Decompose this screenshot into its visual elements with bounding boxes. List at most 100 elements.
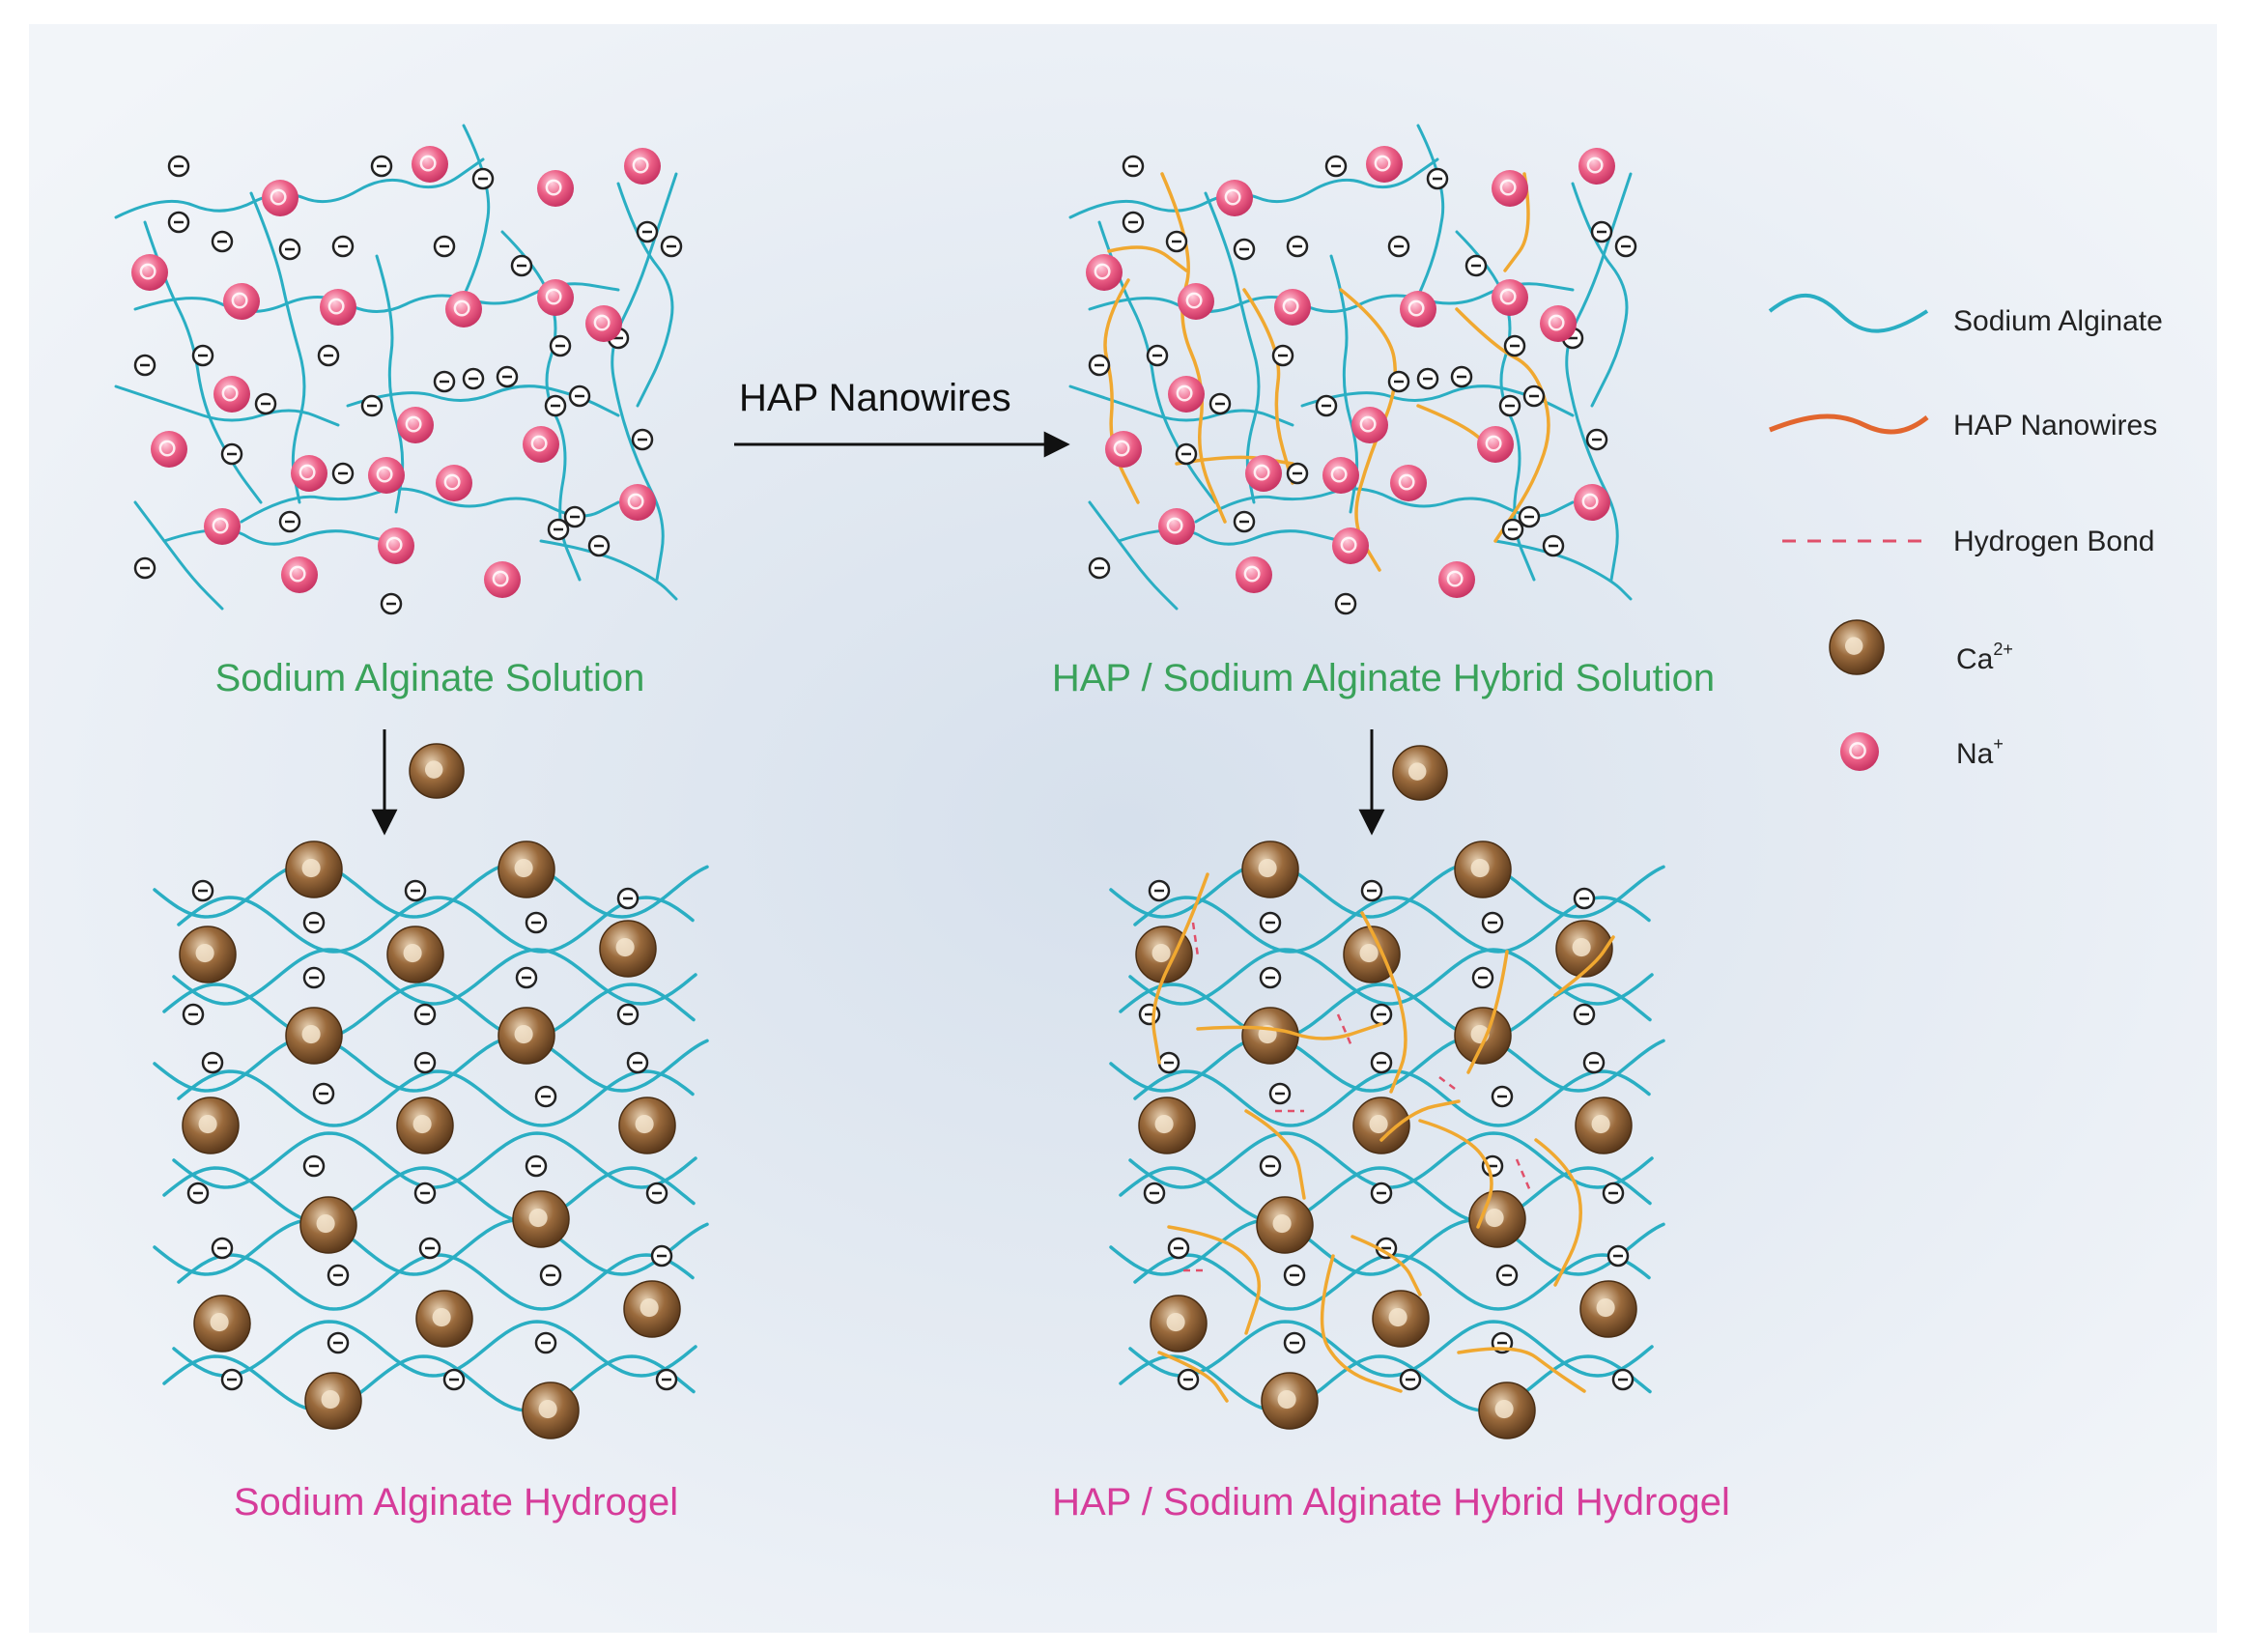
negative-charge-icon (201, 1051, 224, 1074)
na-ion-icon (619, 484, 656, 521)
na-ion-icon (151, 431, 187, 468)
ca-ion-icon (396, 1097, 454, 1154)
negative-charge-icon (1283, 1264, 1306, 1287)
negative-charge-icon (1157, 1051, 1180, 1074)
negative-charge-icon (1471, 966, 1494, 989)
na-ion-highlight (1586, 157, 1604, 174)
ca-ion-highlight (1485, 1208, 1504, 1228)
negative-charge-icon (442, 1368, 466, 1391)
ca-ion-icon (1392, 745, 1448, 801)
negative-charge-icon (1606, 1244, 1630, 1267)
hydrogen-bond (1438, 1076, 1460, 1093)
ca-ion-icon (1392, 745, 1448, 801)
hap-nanowire (1553, 935, 1615, 997)
na-ion-body (1322, 457, 1359, 494)
legend: Sodium Alginate HAP Nanowires Hydrogen B… (1768, 293, 2163, 771)
alginate-chain (616, 182, 674, 408)
negative-charge-icon (167, 211, 190, 234)
negative-charge-icon (1233, 510, 1256, 533)
na-ion-highlight (593, 314, 611, 331)
na-ion-highlight (376, 466, 393, 483)
legend-hap-nanowires-swatch (1769, 413, 1929, 435)
ca-ion-highlight (301, 1024, 321, 1044)
ca-ion-highlight (316, 1213, 335, 1234)
negative-charge-icon (660, 235, 683, 258)
na-ion-highlight (221, 385, 239, 402)
alginate-chain (114, 385, 340, 427)
hap-nanowire (1151, 872, 1209, 1065)
ca-ion-icon (415, 1290, 473, 1348)
na-ion-highlight (632, 157, 649, 174)
hydrogen-bond (1191, 922, 1200, 957)
na-ion-body (262, 180, 299, 216)
na-ion-highlight (270, 188, 287, 206)
ca-ion-highlight (1272, 1213, 1292, 1234)
legend-sodium-alginate-swatch (1768, 293, 1929, 333)
ca-ion-icon (409, 743, 465, 799)
na-ion-icon (537, 170, 574, 207)
na-ion-body (131, 254, 168, 291)
negative-charge-icon (1286, 462, 1309, 485)
na-ion-body (397, 407, 434, 443)
na-ion-highlight (419, 155, 437, 172)
ca-ion-icon (285, 840, 343, 898)
na-ion-highlight (1224, 188, 1241, 206)
negative-charge-icon (433, 235, 456, 258)
na-ion-body (1236, 556, 1272, 593)
hap-nanowire (1466, 950, 1509, 1074)
na-ion-highlight (1499, 288, 1517, 305)
na-ion-body (368, 457, 405, 494)
ca-ion-icon (1575, 1097, 1633, 1154)
na-ion-body (1086, 254, 1123, 291)
negative-charge-icon (1165, 230, 1188, 253)
na-ion-highlight (1166, 517, 1183, 534)
na-ion-highlight (1849, 742, 1866, 759)
negative-charge-icon (549, 334, 572, 357)
negative-charge-icon (631, 428, 654, 451)
na-ion-icon (262, 180, 299, 216)
negative-charge-icon (1259, 966, 1282, 989)
negative-charge-icon (327, 1331, 350, 1354)
na-ion-icon (412, 146, 448, 183)
alginate-chain (133, 500, 224, 611)
negative-charge-icon (182, 1003, 205, 1026)
na-ion-icon (281, 556, 318, 593)
hybrid-solution-panel (1068, 124, 1637, 615)
ca-ion-icon (599, 920, 657, 978)
alginate-chain (375, 254, 405, 514)
alginate-chain (177, 896, 695, 954)
legend-hap-nanowires-label: HAP Nanowires (1953, 410, 2157, 441)
negative-charge-icon (254, 392, 277, 415)
na-ion-icon (320, 289, 356, 326)
negative-charge-icon (220, 442, 243, 466)
ca-ion-icon (299, 1196, 357, 1254)
na-ion-icon (1351, 407, 1388, 443)
na-ion-highlight (1446, 570, 1464, 587)
ca-ion-icon (1468, 1190, 1526, 1248)
na-ion-icon (1086, 254, 1123, 291)
na-ion-icon (1322, 457, 1359, 494)
negative-charge-icon (1283, 1331, 1306, 1354)
na-ion-icon (624, 148, 661, 185)
negative-charge-icon (302, 1154, 326, 1178)
ca-ion-icon (182, 1097, 240, 1154)
ca-ion-icon (1241, 1007, 1299, 1065)
negative-charge-icon (1268, 1082, 1292, 1105)
na-ion-icon (445, 291, 482, 328)
na-ion-highlight (627, 493, 644, 510)
ca-ion-icon (1829, 619, 1885, 675)
negative-charge-icon (1450, 365, 1473, 388)
alginate-chain (1068, 385, 1294, 427)
negative-charge-icon (1334, 592, 1357, 615)
na-ion-highlight (1113, 440, 1130, 457)
negative-charge-icon (626, 1051, 649, 1074)
negative-charge-icon (133, 354, 156, 377)
negative-charge-icon (525, 1154, 548, 1178)
na-ion-icon (1245, 455, 1282, 492)
alginate-chain (1204, 191, 1261, 504)
caption-hybrid-hydrogel: HAP / Sodium Alginate Hybrid Hydrogel (1052, 1481, 1730, 1524)
na-ion-body (1105, 431, 1142, 468)
ca-ion-highlight (301, 858, 321, 878)
alginate-chain (1329, 254, 1359, 514)
na-ion-body (1477, 426, 1514, 463)
